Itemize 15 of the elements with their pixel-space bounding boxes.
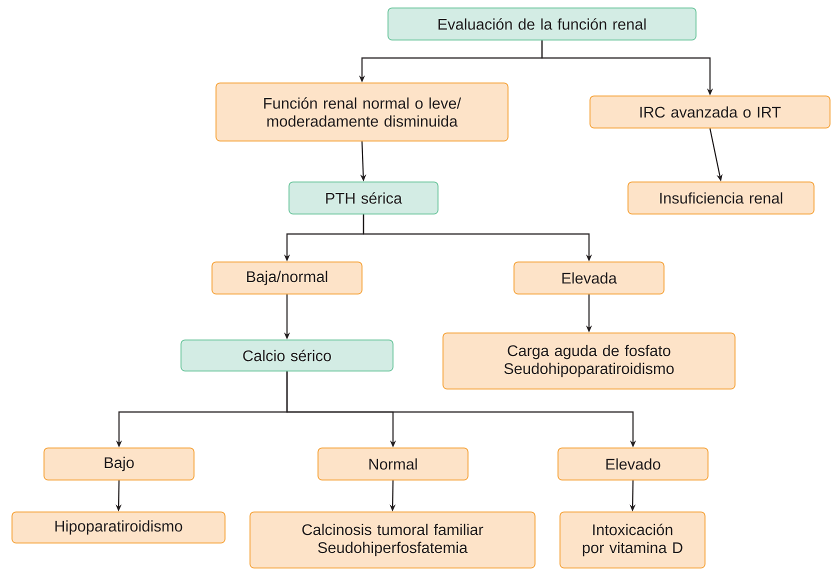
result-box: Hipoparatiroidismo xyxy=(12,511,226,544)
result-box: Baja/normal xyxy=(212,261,362,294)
result-box: Elevado xyxy=(558,447,708,480)
step-box: PTH sérica xyxy=(288,181,438,214)
result-box: Normal xyxy=(318,447,468,480)
result-box: Calcinosis tumoral familiar Seudohiperfosfatemia xyxy=(250,511,536,568)
step-box: Calcio sérico xyxy=(180,339,394,372)
result-box: Intoxicación por vitamina D xyxy=(560,511,706,568)
result-box: Bajo xyxy=(44,447,194,480)
result-box: Insuficiencia renal xyxy=(628,181,814,214)
step-box: Evaluación de la función renal xyxy=(388,8,696,40)
result-box: Función renal normal o leve/ moderadamente disminuida xyxy=(216,82,508,142)
result-box: IRC avanzada o IRT xyxy=(590,95,830,128)
result-box: Elevada xyxy=(514,261,664,294)
result-box: Carga aguda de fosfato Seudohipoparatiroidismo xyxy=(442,332,736,390)
